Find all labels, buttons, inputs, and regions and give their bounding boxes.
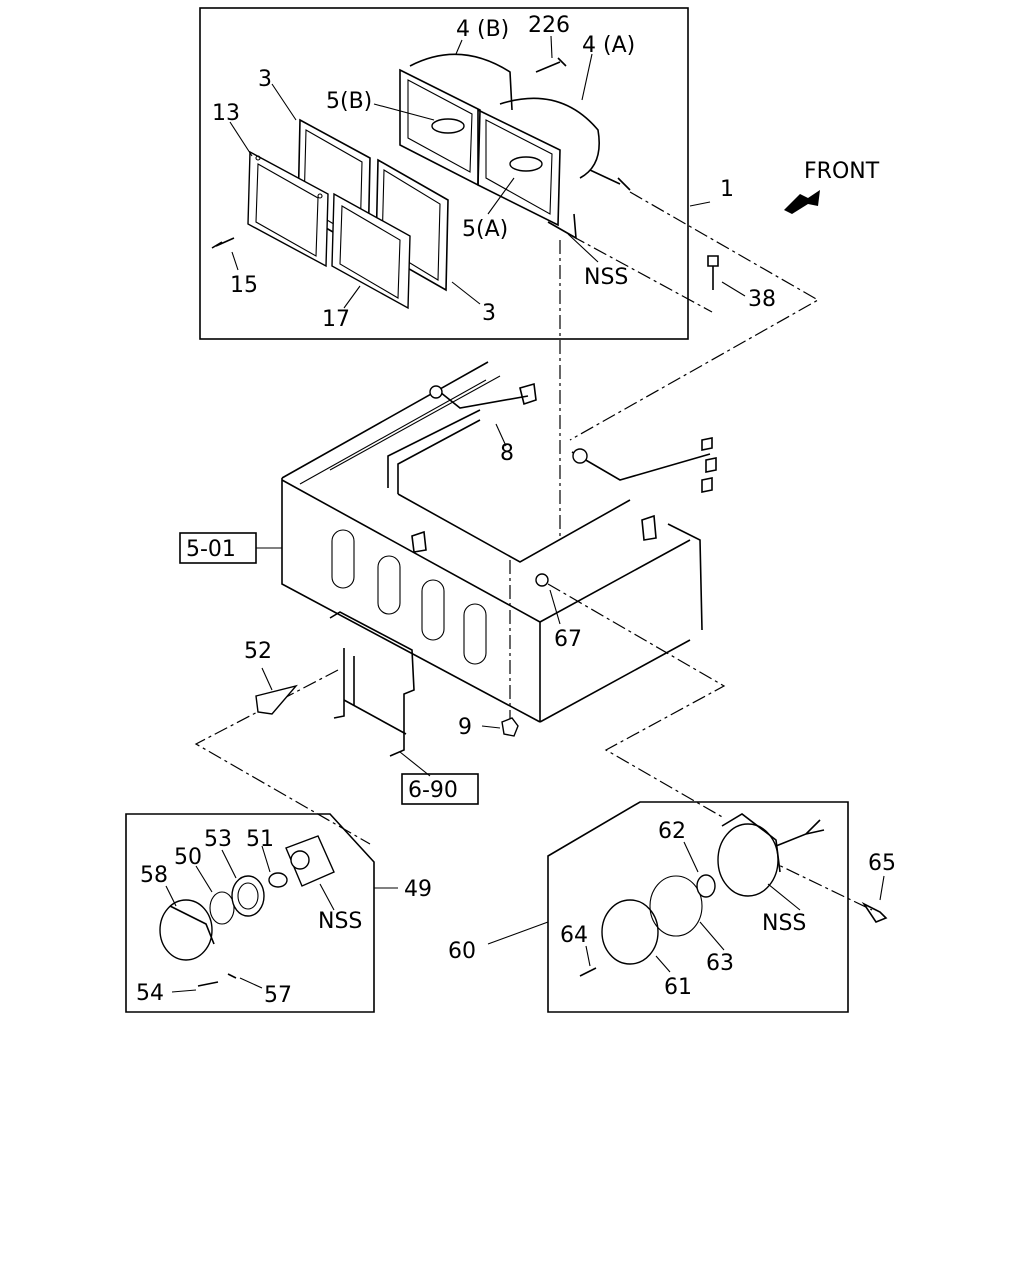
callout-5b: 5(B) — [326, 89, 372, 114]
callout-13: 13 — [212, 101, 240, 126]
nss-right: NSS — [762, 911, 806, 936]
callout-15: 15 — [230, 273, 258, 298]
screw-part-226 — [535, 57, 567, 73]
callout-49: 49 — [404, 877, 432, 902]
callout-5a: 5(A) — [462, 217, 508, 242]
callout-3-upper: 3 — [258, 67, 272, 92]
nut-part-67 — [535, 573, 549, 587]
callout-53: 53 — [204, 827, 232, 852]
ref-6-90: 6-90 — [408, 778, 458, 803]
front-arrow-icon — [784, 190, 820, 214]
callout-54: 54 — [136, 981, 164, 1006]
bulb-part-5a — [509, 156, 543, 172]
callout-4b: 4 (B) — [456, 17, 509, 42]
callout-51: 51 — [246, 827, 274, 852]
bracket-6-90 — [329, 611, 415, 757]
nut-part-9 — [501, 717, 519, 737]
callout-226: 226 — [528, 13, 570, 38]
callout-65: 65 — [868, 851, 896, 876]
nss-left: NSS — [318, 909, 362, 934]
callout-38: 38 — [748, 287, 776, 312]
callout-1: 1 — [720, 177, 734, 202]
callout-50: 50 — [174, 845, 202, 870]
frame-crossmember — [281, 361, 703, 723]
ref-box-6-90 — [401, 773, 479, 805]
callout-4a: 4 (A) — [582, 33, 635, 58]
ref-5-01: 5-01 — [186, 537, 236, 562]
callout-52: 52 — [244, 639, 272, 664]
harness-part-8 — [411, 382, 717, 553]
callout-64: 64 — [560, 923, 588, 948]
lamp-assembly-box-60 — [547, 801, 849, 1013]
front-label: FRONT — [804, 159, 880, 184]
callout-8: 8 — [500, 441, 514, 466]
side-turn-lamp-49 — [159, 835, 335, 987]
headlamp-assembly-box — [199, 7, 689, 340]
bracket-nss — [547, 213, 577, 240]
screw-part-15 — [211, 237, 235, 249]
callout-3-lower: 3 — [482, 301, 496, 326]
callout-62: 62 — [658, 819, 686, 844]
callout-9: 9 — [458, 715, 472, 740]
turn-lamp-60 — [579, 813, 888, 977]
callout-67: 67 — [554, 627, 582, 652]
callout-17: 17 — [322, 307, 350, 332]
callout-60: 60 — [448, 939, 476, 964]
bezel-part-13 — [247, 150, 329, 268]
callout-63: 63 — [706, 951, 734, 976]
lamp-housing-4a — [477, 97, 600, 227]
callout-57: 57 — [264, 983, 292, 1008]
wire-connector — [589, 169, 631, 191]
side-marker-part-52 — [255, 684, 298, 715]
lamp-assembly-box-49 — [125, 813, 375, 1013]
callout-58: 58 — [140, 863, 168, 888]
callout-61: 61 — [664, 975, 692, 1000]
nss-top: NSS — [584, 265, 628, 290]
bolt-part-38 — [707, 255, 719, 290]
bezel-part-17 — [331, 192, 411, 310]
bulb-part-5b — [431, 118, 465, 134]
